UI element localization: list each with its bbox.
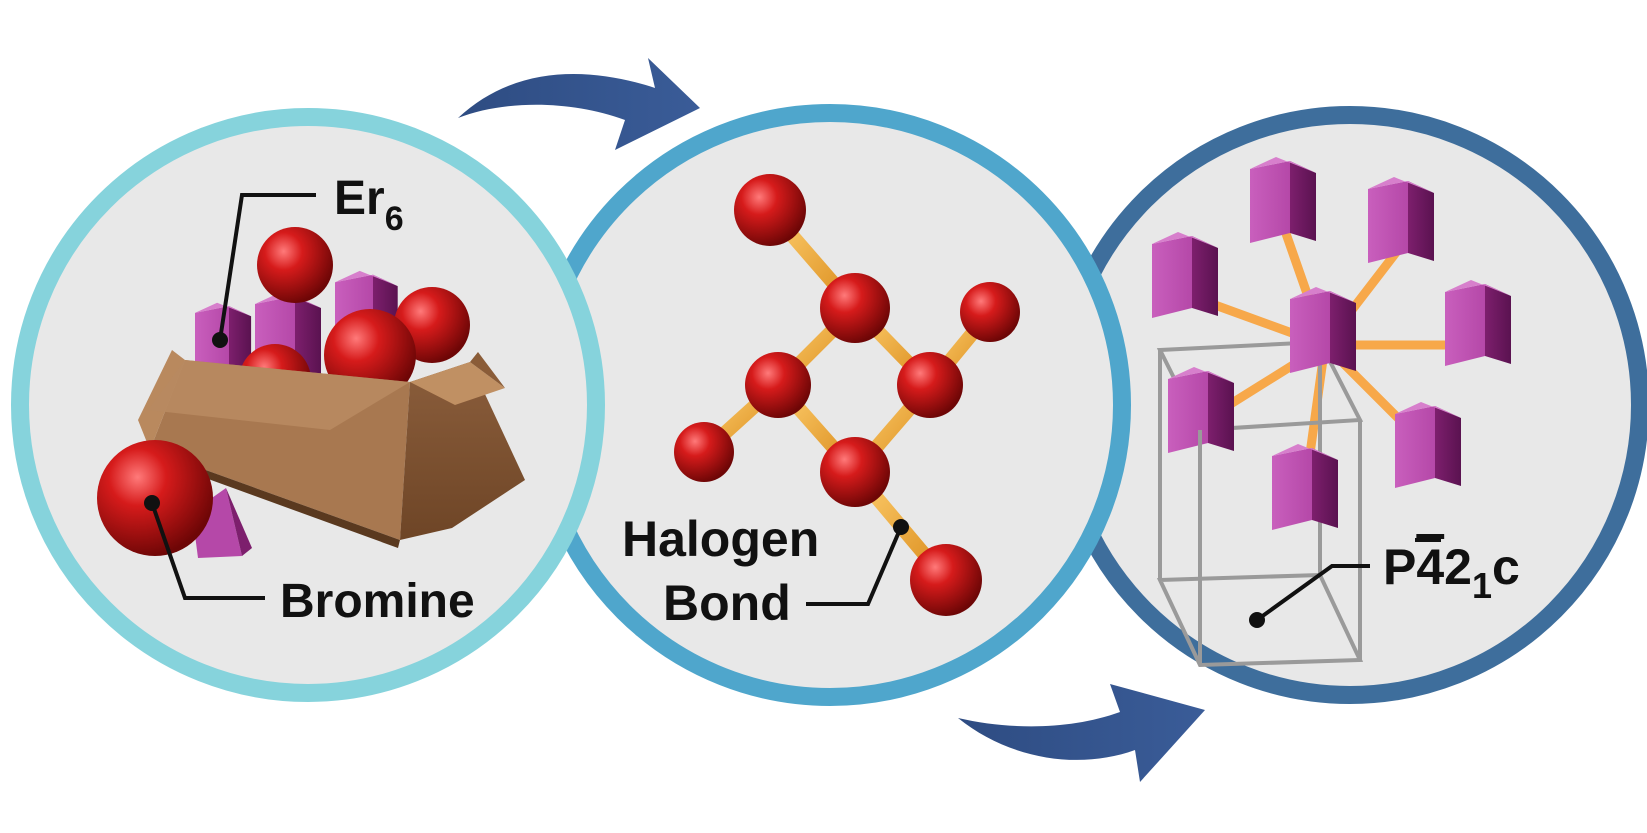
leader-halogen-bond — [806, 519, 909, 606]
box-illustration — [97, 227, 525, 558]
label-halogen: Halogen — [622, 511, 819, 567]
leader-bromine — [144, 495, 265, 600]
arrow-bottom — [958, 684, 1205, 782]
crystal-network — [1152, 157, 1511, 668]
panel-halogen-bond — [529, 104, 1131, 706]
leader-er6 — [212, 193, 316, 348]
label-space-group: P421c — [1383, 539, 1520, 606]
halogen-cluster — [674, 174, 1020, 616]
arrow-top — [458, 58, 700, 150]
label-bromine: Bromine — [280, 575, 475, 628]
label-bond: Bond — [663, 575, 791, 631]
panel-crystal — [1051, 106, 1647, 704]
leader-space-group — [1249, 564, 1370, 628]
label-er: Er6 — [334, 172, 404, 238]
